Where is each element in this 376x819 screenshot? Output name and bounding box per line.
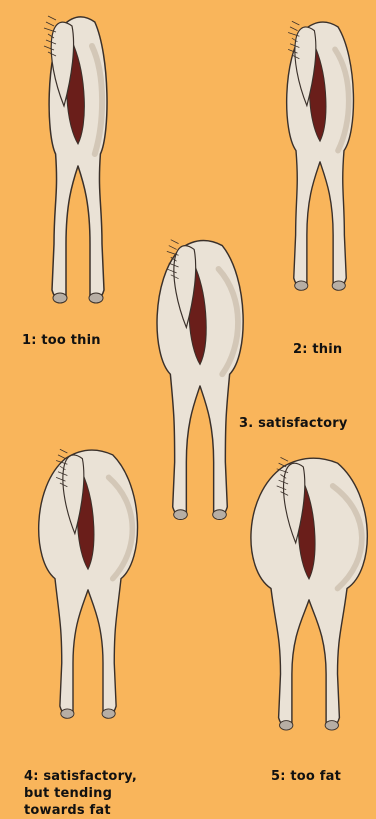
figure-body <box>287 21 354 290</box>
right-hoof <box>332 281 345 290</box>
label-thin: 2: thin <box>293 341 342 358</box>
tail-fringe <box>292 21 300 25</box>
left-hoof <box>280 721 293 731</box>
camel-rear-too-thin <box>28 4 128 324</box>
label-tending-fat-line-1: 4: satisfactory, <box>24 768 137 785</box>
figure-body <box>157 240 243 520</box>
tail-fringe <box>48 16 56 20</box>
right-hoof <box>102 709 115 718</box>
camel-rear-tending-fat <box>28 438 148 738</box>
tail-fringe <box>46 22 54 26</box>
figure-body <box>39 449 138 718</box>
figure-body <box>251 457 367 730</box>
label-tending-fat-line-2: but tending <box>24 785 137 802</box>
left-hoof <box>295 281 308 290</box>
figure-body <box>44 16 107 303</box>
left-hoof <box>61 709 74 718</box>
label-tending-fat: 4: satisfactory, but tending towards fat <box>24 768 137 819</box>
camel-rear-satisfactory <box>144 228 256 540</box>
right-hoof <box>89 293 103 303</box>
label-satisfactory: 3. satisfactory <box>239 415 348 432</box>
tail-fringe <box>171 240 179 244</box>
left-hoof <box>174 510 188 520</box>
label-too-thin: 1: too thin <box>22 332 101 349</box>
tail-fringe <box>281 457 289 461</box>
right-hoof <box>213 510 227 520</box>
tail-fringe <box>58 455 66 459</box>
left-hoof <box>53 293 67 303</box>
tail-fringe <box>169 246 177 250</box>
camel-rear-thin <box>270 10 370 310</box>
camel-rear-too-fat <box>244 446 374 750</box>
label-tending-fat-line-3: towards fat <box>24 802 137 819</box>
label-too-fat: 5: too fat <box>271 768 341 785</box>
right-hoof <box>325 721 338 731</box>
tail-fringe <box>290 27 298 31</box>
tail-fringe <box>60 449 68 453</box>
